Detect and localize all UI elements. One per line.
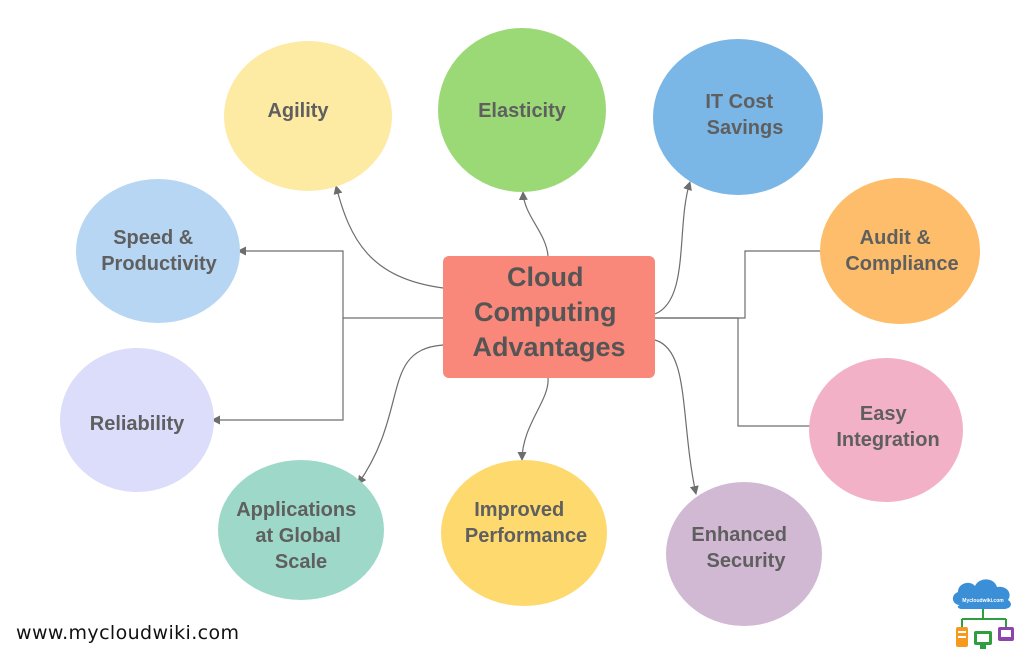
bubble-applications-global-scale-shape [218, 460, 384, 600]
bubble-speed-productivity-line-1: Speed & [113, 227, 193, 249]
svg-text:Cloud Computing Ad: Cloud Computing Advantages [472, 262, 625, 362]
bubble-enhanced-security-shape [666, 482, 822, 626]
connector-agility [333, 185, 444, 289]
bubble-it-cost-savings-shape [653, 39, 823, 195]
connectors [211, 181, 831, 495]
bubble-easy-integration-line-2: Integration [836, 429, 939, 451]
bubble-speed-productivity-shape [76, 179, 240, 323]
bubble-elasticity-line-1: Elasticity [478, 100, 567, 122]
bubble-it-cost-savings: IT Cost Savings [653, 39, 823, 195]
bubble-reliability-shape [60, 348, 214, 492]
bubble-improved-performance-line-2: Performance [465, 525, 587, 547]
bubble-applications-global-scale-line-3: Scale [275, 551, 327, 573]
bubble-enhanced-security: Enhanced Security [666, 482, 822, 626]
svg-text:Elasticity: Elasticity [478, 100, 567, 122]
bubble-elasticity-shape [438, 28, 606, 192]
svg-text:Speed & Productivity: Speed & Productivity [101, 227, 217, 275]
bubble-audit-compliance: Audit & Compliance [820, 178, 980, 324]
connector-elasticity [518, 191, 549, 257]
svg-text:Improved Performance: Improved Performance [465, 499, 587, 547]
svg-text:Easy Integration: Easy Integration [836, 403, 939, 451]
bubble-reliability-line-1: Reliability [90, 413, 185, 435]
bubble-applications-global-scale-line-1: Applications [236, 499, 356, 521]
bubble-enhanced-security-line-2: Security [707, 550, 787, 572]
svg-text:IT Cost Savings: IT Cost Savings [705, 91, 783, 139]
bubble-reliability: Reliability [60, 348, 214, 492]
connector-enhanced-security [654, 339, 699, 495]
bubble-improved-performance-shape [441, 460, 607, 606]
central-node-line-1: Cloud [507, 262, 583, 292]
bubble-agility: Agility [224, 41, 392, 191]
svg-text:Reliability: Reliability [90, 413, 185, 435]
bubble-audit-compliance-shape [820, 178, 980, 324]
bubble-speed-productivity-line-2: Productivity [101, 253, 217, 275]
bubble-enhanced-security-line-1: Enhanced [691, 524, 787, 546]
svg-text:Enhanced Security: Enhanced Security [691, 524, 792, 572]
bubble-it-cost-savings-line-1: IT Cost [705, 91, 773, 113]
bubble-improved-performance-line-1: Improved [474, 499, 564, 521]
central-node-line-2: Computing [474, 297, 616, 327]
bubble-easy-integration: Easy Integration [809, 358, 963, 502]
central-node-box [443, 256, 655, 378]
bubble-agility-line-1: Agility [267, 100, 329, 122]
connector-it-cost-savings [654, 181, 692, 315]
bubble-easy-integration-shape [809, 358, 963, 502]
connector-reliability [211, 318, 344, 425]
bubble-audit-compliance-line-2: Compliance [845, 253, 958, 275]
svg-text:Agility: Agility [267, 100, 329, 122]
connector-speed-productivity [237, 246, 443, 319]
svg-text:Audit & Compliance: Audit & Compliance [845, 227, 958, 275]
svg-text:Applications at Global: Applications at Global Scale [236, 499, 362, 573]
bubble-elasticity: Elasticity [438, 28, 606, 192]
footer-url: www.mycloudwiki.com [16, 622, 240, 644]
bubble-audit-compliance-line-1: Audit & [860, 227, 931, 249]
central-node-line-3: Advantages [472, 332, 625, 362]
connector-applications-global-scale [357, 344, 444, 485]
connector-improved-performance [517, 377, 549, 461]
bubble-speed-productivity: Speed & Productivity [76, 179, 240, 323]
bubble-agility-shape [224, 41, 392, 191]
logo-text: Mycloudwiki.com [962, 598, 1004, 604]
bubble-it-cost-savings-line-2: Savings [707, 117, 784, 139]
connector-easy-integration [655, 317, 821, 431]
bubble-applications-global-scale-line-2: at Global [255, 525, 341, 547]
bubble-easy-integration-line-1: Easy [860, 403, 908, 425]
mycloudwiki-logo-icon: Mycloudwiki.com [952, 579, 1014, 649]
bubble-improved-performance: Improved Performance [441, 460, 607, 606]
connector-audit-compliance [655, 246, 831, 319]
central-node: Cloud Computing Advantages [443, 256, 655, 378]
bubble-applications-global-scale: Applications at Global Scale [218, 460, 384, 600]
